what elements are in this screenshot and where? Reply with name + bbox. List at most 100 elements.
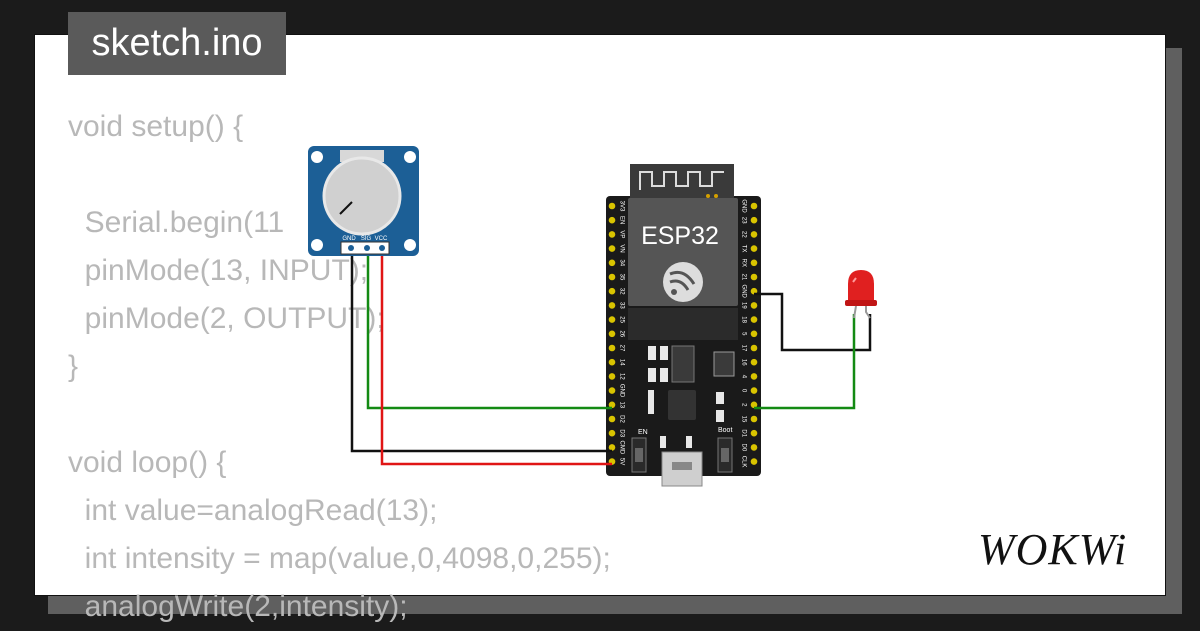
pin-left-gnd[interactable] [608,387,616,394]
pin-right-17[interactable] [750,344,758,352]
esp32-board[interactable]: ESP32 EN Boot [606,164,761,487]
pin-left-33[interactable] [608,302,616,309]
pin-left-vp[interactable] [608,231,616,238]
pin-left-en[interactable] [608,216,616,224]
pin-label: 35 [618,274,624,281]
pin-right-0[interactable] [750,387,758,394]
pot-knob-indicator [339,201,353,215]
code-line: void setup() { [68,110,244,143]
code-line: pinMode(13, INPUT); [68,254,369,287]
pin-label: 23 [740,217,746,224]
pin-left-d3[interactable] [608,429,616,437]
pin-label: D1 [740,429,746,437]
pin-left-12[interactable] [608,373,616,380]
pin-right-clk[interactable] [750,458,758,465]
pin-left-3v3[interactable] [608,202,616,210]
en-button[interactable]: EN [631,429,648,473]
pin-label: VP [618,230,624,238]
code-line: analogWrite(2,intensity); [68,590,408,623]
pin-left-35[interactable] [608,273,616,281]
pin-label: RX [740,259,746,267]
pin-left-27[interactable] [608,344,616,352]
pin-left-14[interactable] [608,358,616,366]
antenna-trace [639,171,724,190]
esp32-label: ESP32 [641,222,719,250]
pin-right-d0[interactable] [750,444,758,451]
pin-label: GND [618,384,624,398]
pin-left-25[interactable] [608,316,616,323]
pin-right-22[interactable] [750,231,758,238]
pin-label: 21 [740,274,746,281]
pot-pin-label-gnd: GND [342,236,356,242]
pin-label: 32 [618,288,624,295]
usb-chip [668,390,696,420]
boot-button-label: Boot [718,427,732,434]
pin-label: GND [740,199,746,213]
wire-pot-vcc[interactable] [380,246,612,466]
code-line: Serial.begin(11 [68,206,285,239]
red-led[interactable] [845,270,877,319]
pin-right-5[interactable] [750,330,758,338]
pin-label: TX [740,245,746,253]
pin-left-vn[interactable] [608,245,616,252]
pin-label: 22 [740,231,746,238]
file-tab[interactable]: sketch.ino [68,12,286,75]
pin-right-2[interactable] [750,401,758,409]
pin-left-d2[interactable] [608,415,616,423]
pin-label: CMD [618,441,624,455]
pin-right-gnd[interactable] [750,202,758,210]
code-line: } [68,350,79,383]
pin-label: 14 [618,359,624,366]
left-pin-header: 3V3ENVPVN343532332526271412GND13D2D3CMD5… [608,201,624,465]
pin-left-26[interactable] [608,330,616,338]
pin-label: 5 [740,332,746,336]
pin-right-15[interactable] [750,415,758,423]
wire-led-gnd[interactable] [754,292,872,352]
pin-right-19[interactable] [750,302,758,309]
pin-right-16[interactable] [750,358,758,366]
wire-pot-signal[interactable] [366,246,612,410]
boot-button[interactable]: Boot [717,427,733,473]
pot-pin-label-sig: SIG [361,236,372,242]
pin-label: EN [618,216,624,224]
code-line: pinMode(2, OUTPUT); [68,302,385,335]
code-line: int intensity = map(value,0,4098,0,255); [68,542,611,575]
pin-label: 34 [618,259,624,266]
led-cathode-leg [865,306,871,319]
pin-label: 13 [618,401,624,408]
espressif-logo-icon [663,262,703,302]
pin-label: 18 [740,316,746,323]
wifi-module-shield [628,198,738,306]
code-line: void loop() { [68,446,227,479]
pin-right-23[interactable] [750,216,758,224]
pin-label: 25 [618,316,624,323]
pin-right-d1[interactable] [750,429,758,437]
pin-label: 19 [740,302,746,309]
wire-led-signal[interactable] [754,314,856,410]
pin-label: D2 [618,415,624,423]
pin-label: 5V [618,458,624,465]
pin-right-18[interactable] [750,316,758,323]
wokwi-logo: WOKWi [978,525,1128,574]
led-anode-leg [853,305,857,319]
pin-label: 26 [618,330,624,337]
pin-left-cmd[interactable] [608,444,616,451]
pin-label: VN [618,244,624,252]
pin-label: GND [740,285,746,299]
potentiometer[interactable]: GND SIG VCC [308,146,419,256]
pin-right-4[interactable] [750,373,758,380]
pin-left-34[interactable] [608,259,616,267]
pin-right-21[interactable] [750,273,758,281]
pot-knob[interactable] [322,156,402,236]
pin-right-rx[interactable] [750,259,758,267]
pin-left-13[interactable] [608,401,616,409]
wire-pot-gnd[interactable] [350,246,612,453]
project-card[interactable]: void setup() { Serial.begin(11 pinMode(1… [34,34,1166,623]
en-button-label: EN [638,429,648,436]
pin-label: 12 [618,373,624,380]
pin-left-32[interactable] [608,287,616,295]
pot-pin-label-vcc: VCC [375,236,388,242]
pin-right-tx[interactable] [750,245,758,252]
